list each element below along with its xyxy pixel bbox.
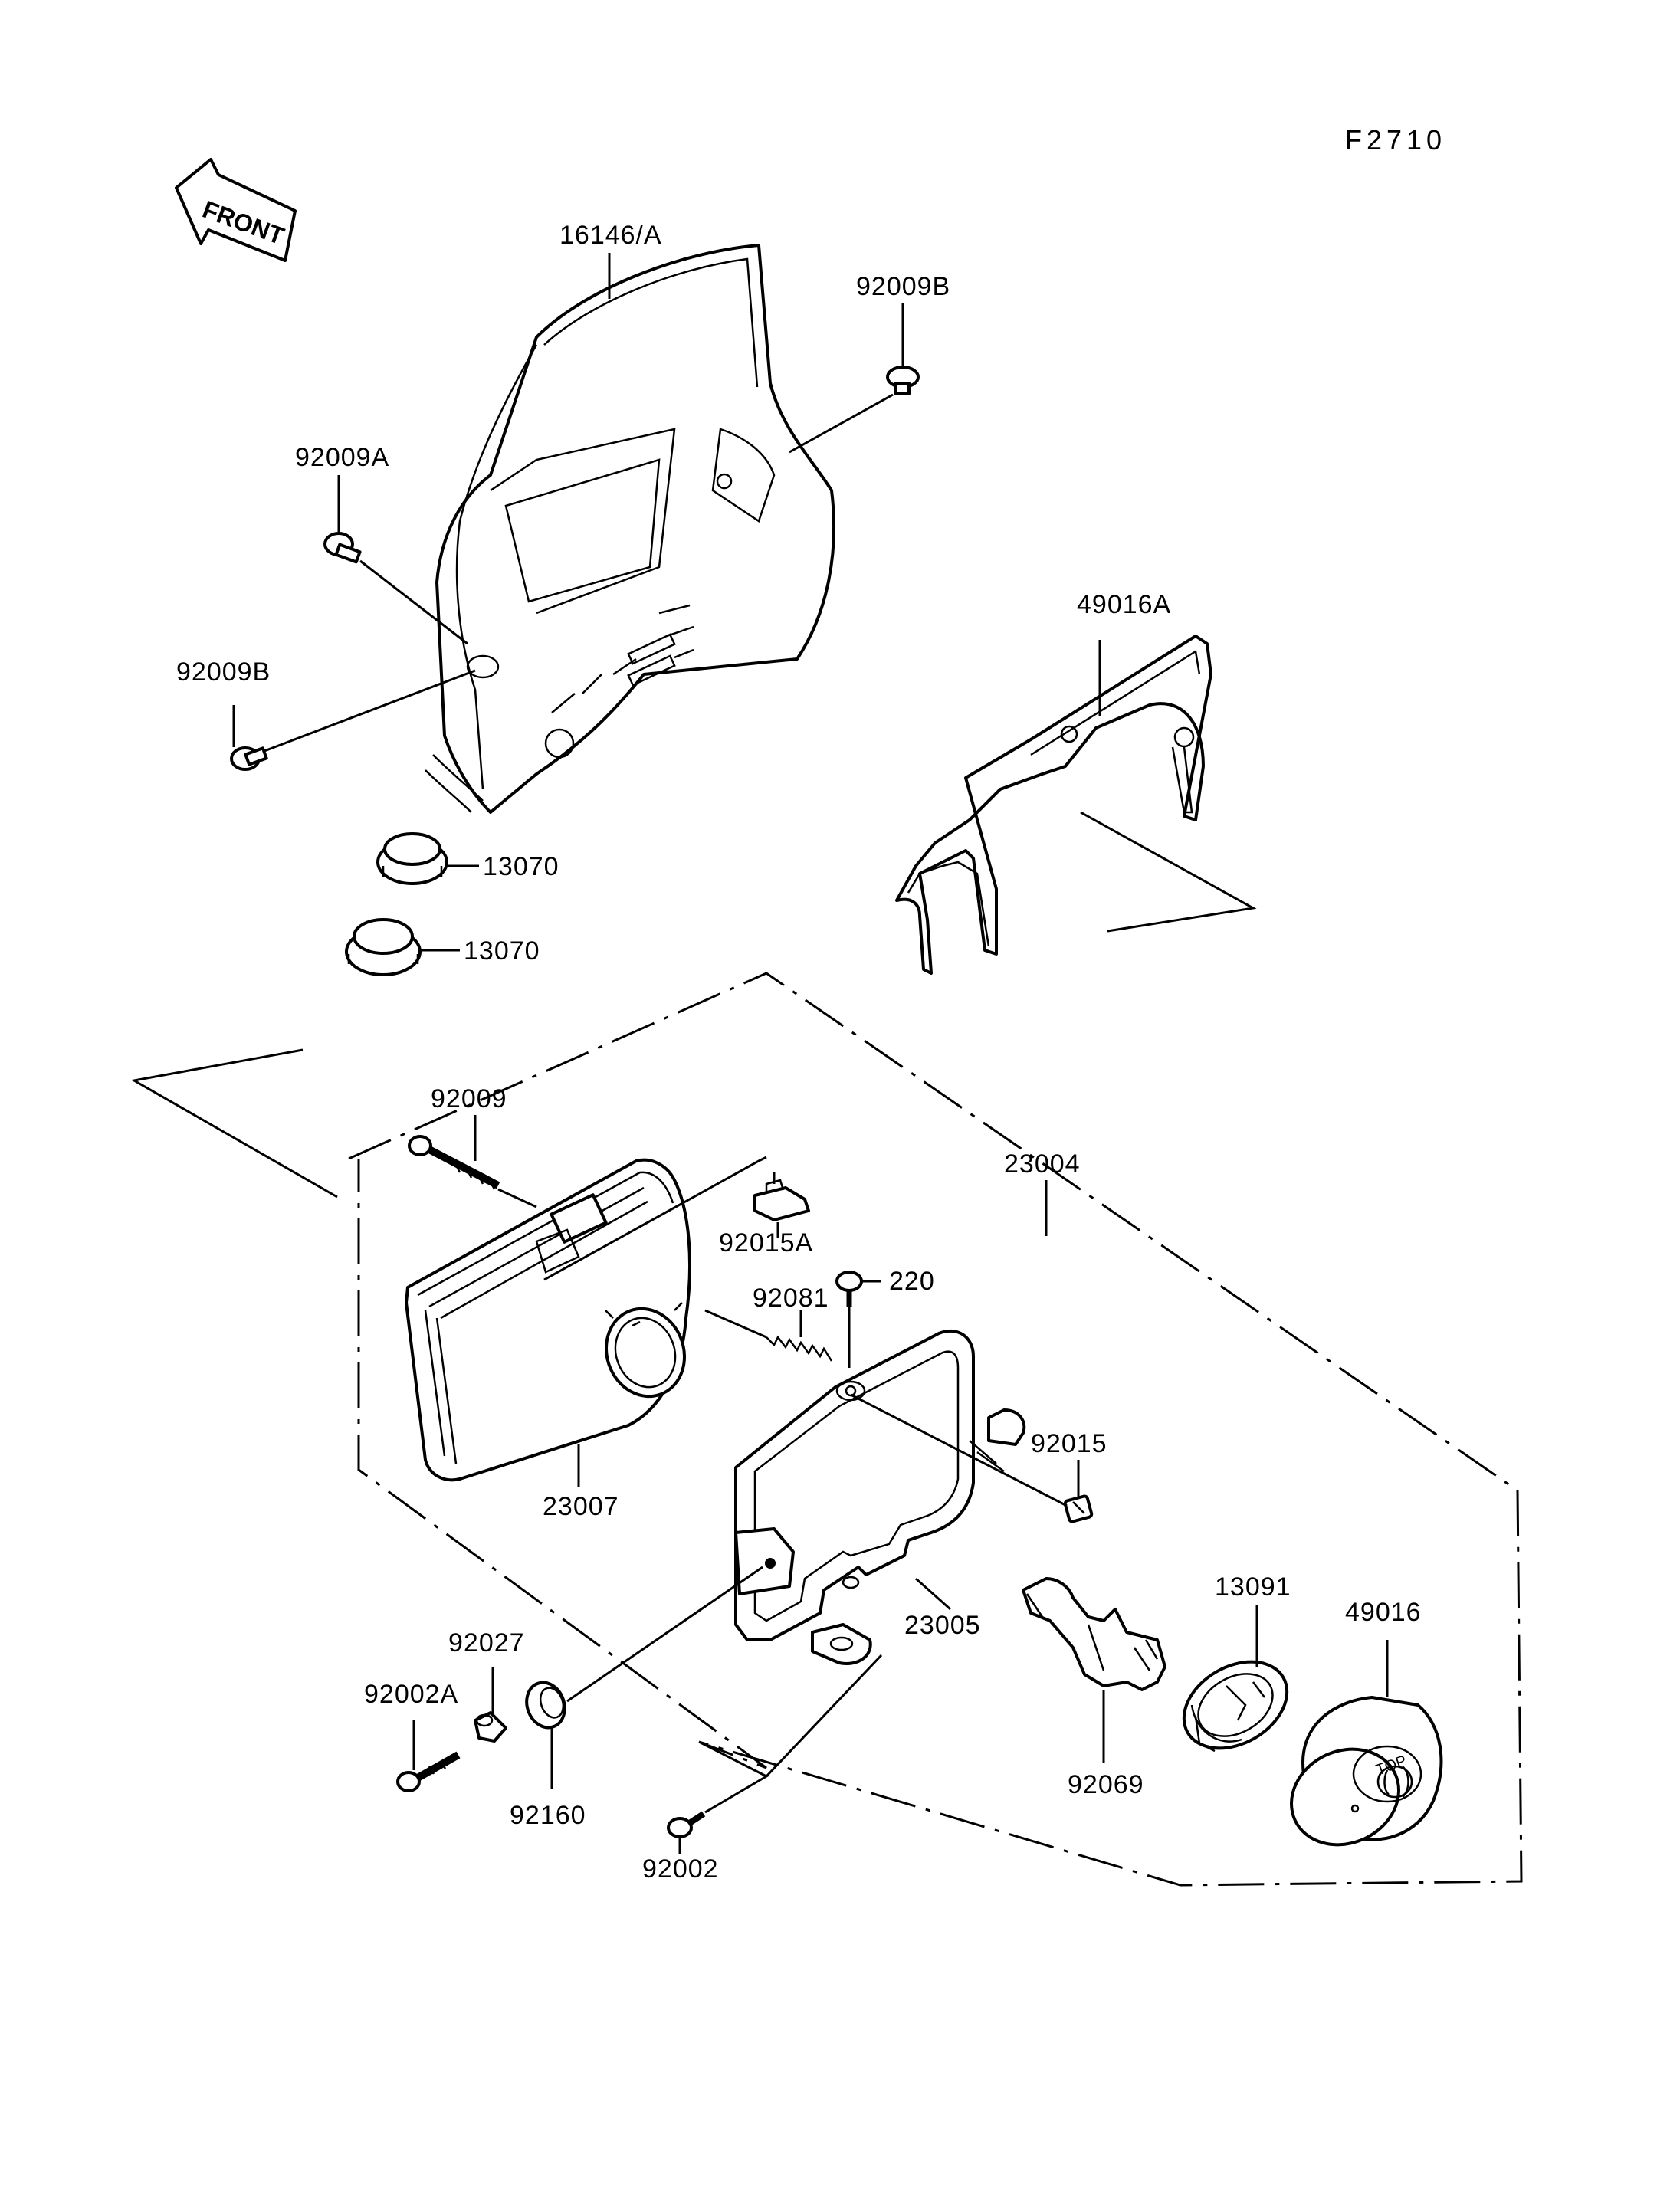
label-92002: 92002 (642, 1854, 719, 1884)
bracket-49016a (895, 635, 1212, 975)
label-23004: 23004 (1004, 1149, 1081, 1179)
collar-92027 (474, 1711, 507, 1743)
headlight-unit-23007 (405, 1158, 691, 1482)
label-16146a: 16146/A (559, 221, 662, 250)
clip-92015a (753, 1179, 810, 1221)
label-92069: 92069 (1068, 1770, 1144, 1799)
label-13091: 13091 (1215, 1572, 1291, 1602)
label-92009a: 92009A (295, 443, 389, 472)
bolt-92009a (323, 532, 362, 564)
label-92015: 92015 (1031, 1429, 1107, 1458)
grommet-92160 (525, 1681, 566, 1730)
label-92081: 92081 (753, 1284, 829, 1313)
label-13070-lower: 13070 (464, 936, 540, 966)
grommet-13070-lower (345, 918, 422, 976)
bolt-92009 (408, 1135, 500, 1190)
bolt-92009b-top (886, 366, 920, 395)
grommet-13070-upper (376, 832, 448, 885)
label-92009: 92009 (431, 1084, 507, 1113)
figure-code: F2710 (1345, 124, 1446, 156)
screw-92002 (667, 1811, 706, 1838)
label-92015a: 92015A (719, 1228, 813, 1258)
label-49016: 49016 (1345, 1598, 1422, 1627)
label-49016a: 49016A (1077, 590, 1171, 619)
label-92027: 92027 (448, 1628, 525, 1658)
bolt-92002a (396, 1751, 461, 1792)
label-23005: 23005 (904, 1611, 981, 1640)
label-13070-upper: 13070 (483, 852, 559, 881)
frame-23005 (734, 1329, 1026, 1665)
cap-49016: TOP (1289, 1696, 1443, 1847)
label-23007: 23007 (543, 1492, 619, 1521)
spring-92081 (766, 1335, 833, 1362)
bulb-92069 (1022, 1577, 1166, 1691)
bolt-92009b-left (230, 746, 268, 771)
front-arrow-icon: FRONT (175, 158, 297, 262)
label-92009b-left: 92009B (176, 657, 271, 687)
label-92160: 92160 (510, 1801, 586, 1830)
headlight-cover (425, 244, 835, 814)
nut-92015 (1063, 1494, 1094, 1523)
label-92009b-top: 92009B (856, 272, 950, 301)
label-92002a: 92002A (364, 1680, 458, 1709)
screw-220 (835, 1271, 863, 1307)
socket-13091 (1182, 1660, 1289, 1753)
assembly-outline-23004 (348, 972, 1523, 1887)
label-220: 220 (889, 1267, 935, 1296)
